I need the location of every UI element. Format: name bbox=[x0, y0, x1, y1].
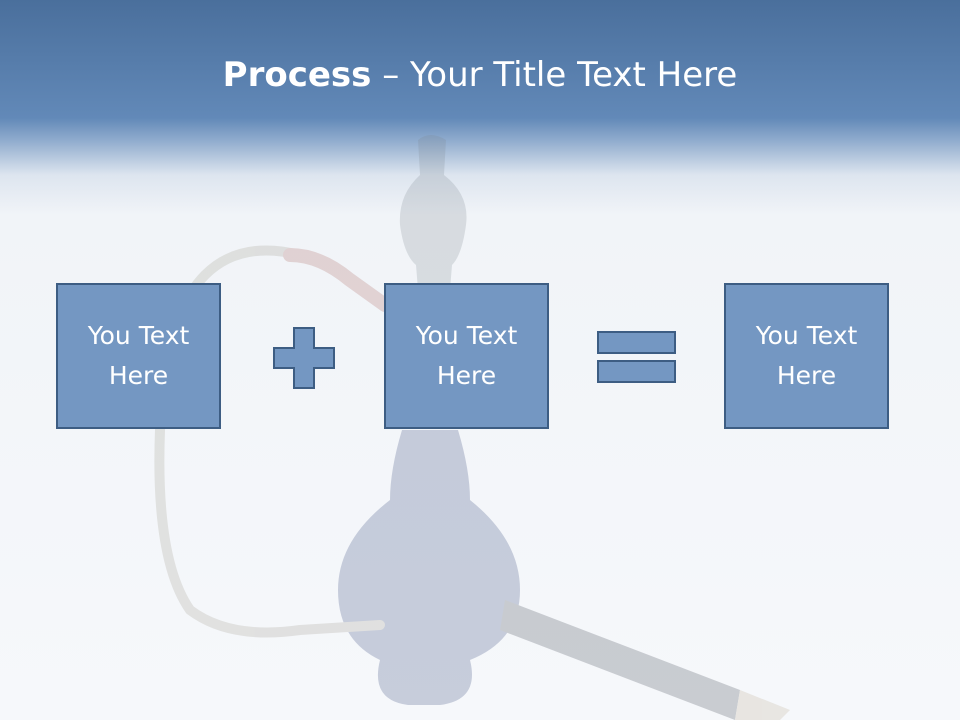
text-box-2: You Text Here bbox=[384, 283, 549, 429]
text-box-2-label: You Text Here bbox=[415, 321, 518, 390]
text-box-3: You Text Here bbox=[724, 283, 889, 429]
plus-icon bbox=[273, 327, 335, 389]
text-box-1-label: You Text Here bbox=[87, 321, 190, 390]
title-bold: Process bbox=[222, 55, 372, 95]
slide-title: Process – Your Title Text Here bbox=[0, 52, 960, 98]
title-rest: Your Title Text Here bbox=[410, 55, 738, 95]
text-box-1: You Text Here bbox=[56, 283, 221, 429]
equals-icon bbox=[597, 331, 676, 383]
title-dash: – bbox=[371, 55, 411, 95]
text-box-3-label: You Text Here bbox=[755, 321, 858, 390]
